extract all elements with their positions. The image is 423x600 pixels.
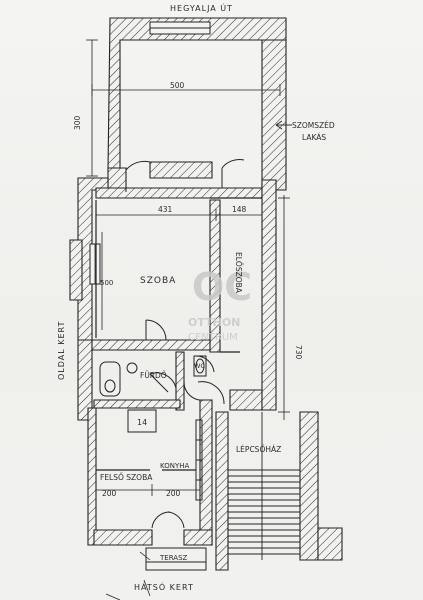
label-neighbor-1: SZOMSZÉD — [292, 121, 335, 130]
dim-upper-right: 200 — [166, 489, 181, 498]
terrace — [145, 547, 207, 571]
watermark-line2: CENTRUM — [188, 332, 238, 343]
label-room-main: SZOBA — [140, 276, 176, 286]
dim-stair-height: 730 — [294, 345, 303, 360]
label-street-top: HEGYALJA ÚT — [170, 2, 233, 13]
svg-text:14: 14 — [137, 418, 147, 427]
label-room-upper: FELSŐ SZOBA — [100, 473, 153, 482]
stair-treads — [228, 412, 300, 560]
door-swings — [125, 159, 245, 529]
main-walls — [69, 177, 343, 571]
label-room-kitchen: KONYHA — [160, 462, 189, 470]
label-room-hall: ELŐSZOBA — [234, 252, 243, 294]
inner-partitions — [95, 197, 262, 471]
neighbor-arrow — [275, 120, 292, 130]
dim-top-height: 300 — [73, 115, 82, 130]
watermark: OC OTTHON CENTRUM — [188, 265, 252, 343]
upper-windows — [149, 21, 211, 35]
upper-walls — [107, 17, 287, 191]
label-stairwell: LÉPCSŐHÁZ — [236, 445, 281, 454]
label-neighbor-2: LAKÁS — [302, 133, 326, 142]
kitchen-fixtures: 14 — [127, 409, 203, 501]
label-room-bath: FÜRDŐ — [140, 371, 167, 380]
watermark-line1: OTTHON — [188, 316, 240, 329]
label-back-garden: HÁTSÓ KERT — [134, 581, 194, 592]
bath-fixtures — [99, 355, 207, 397]
dim-top-width: 500 — [170, 81, 185, 90]
side-window — [89, 243, 101, 285]
dim-upper-left: 200 — [102, 489, 117, 498]
label-room-wc: WC — [194, 362, 205, 370]
label-room-terrace: TERASZ — [159, 554, 188, 562]
label-side-garden: OLDAL KERT — [57, 321, 66, 380]
dim-main-height: 500 — [100, 279, 113, 287]
watermark-mark: OC — [192, 265, 252, 309]
dim-main-width: 431 — [158, 205, 173, 214]
dimension-lines — [86, 39, 290, 600]
dim-side-width: 148 — [232, 205, 247, 214]
